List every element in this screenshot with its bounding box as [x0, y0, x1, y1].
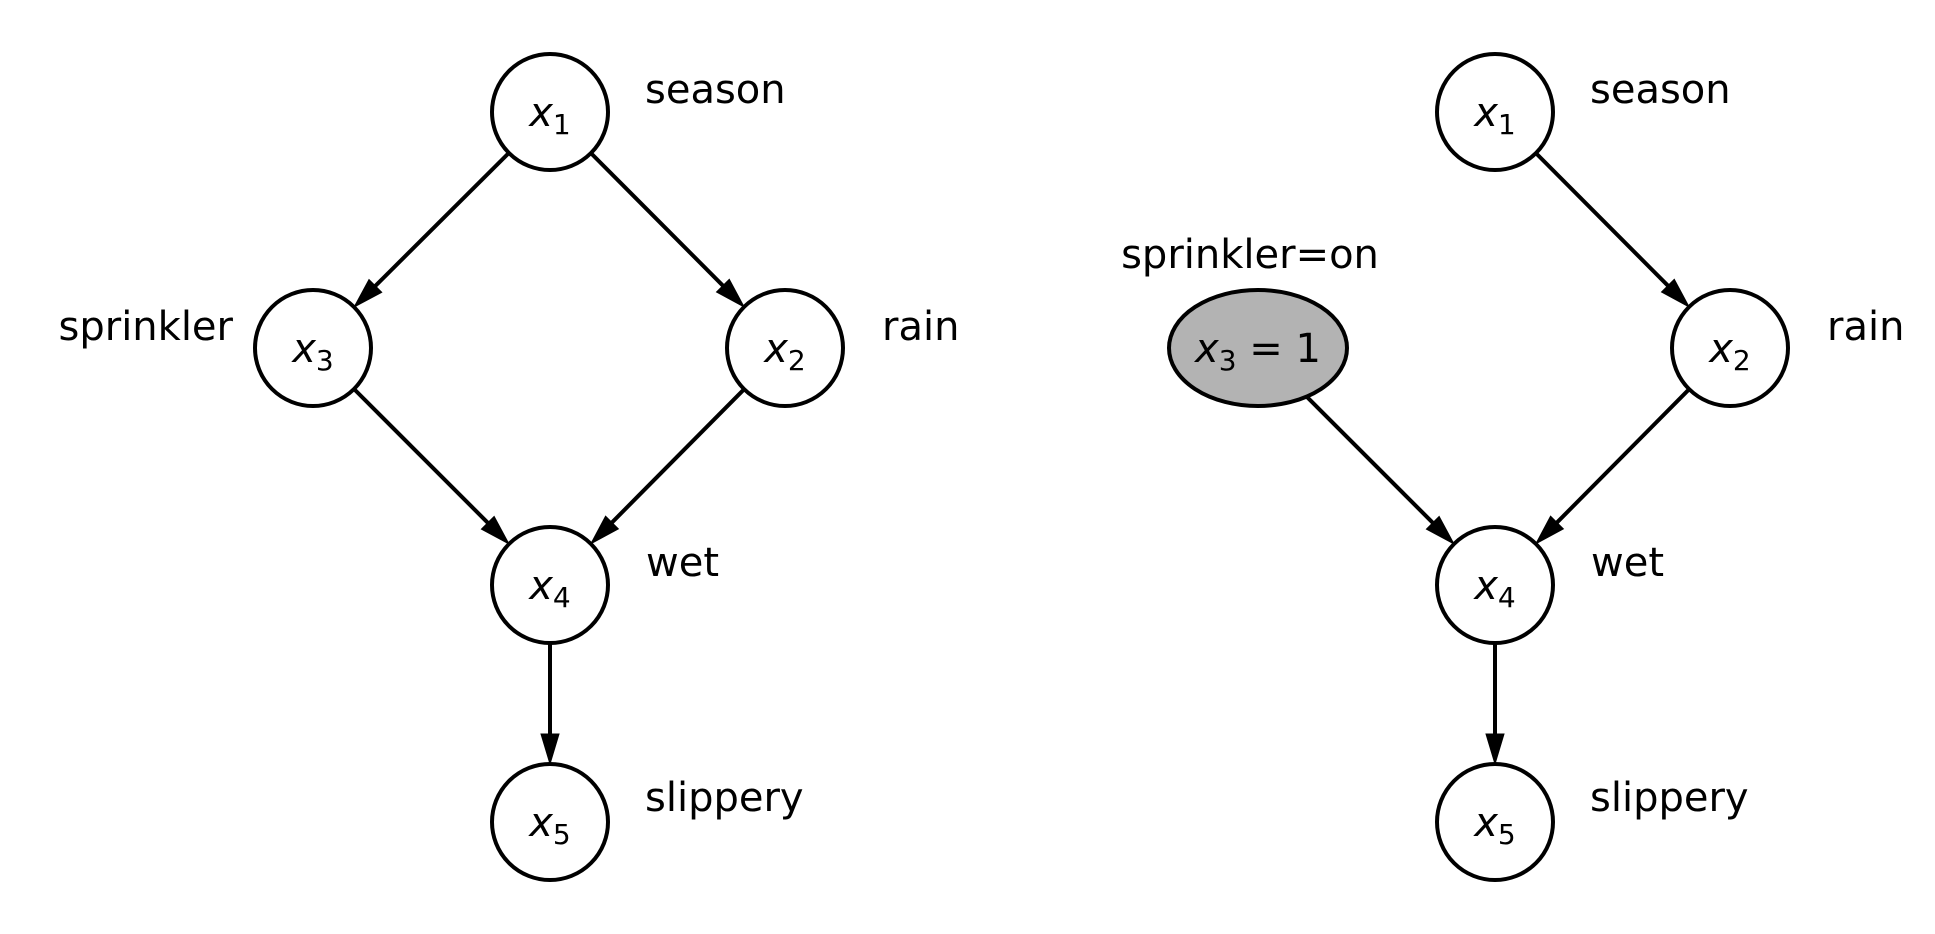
- node-label: rain: [882, 304, 959, 350]
- node-value: = 1: [1237, 326, 1321, 372]
- edge-x4-to-x5: [1485, 643, 1505, 766]
- arrowhead-icon: [1534, 515, 1565, 546]
- node-variable: x: [290, 326, 316, 372]
- node-circle: [1435, 762, 1555, 882]
- node-x3: x3 sprinkler: [59, 288, 373, 408]
- edges: [1305, 151, 1691, 766]
- node-subscript: 2: [1733, 344, 1751, 377]
- edge-x4-to-x5: [540, 643, 560, 766]
- node-variable: x: [1707, 326, 1733, 372]
- edge-line: [372, 151, 511, 289]
- edge-x1-to-x3: [352, 151, 511, 309]
- node-x2: x2 rain: [1670, 288, 1904, 408]
- node-variable: x: [527, 563, 553, 609]
- node-label: slippery: [1590, 775, 1749, 821]
- edge-x2-to-x4: [1534, 387, 1691, 546]
- node-label: sprinkler=on: [1121, 232, 1379, 278]
- node-subscript: 5: [1498, 818, 1516, 851]
- node-x5: x5 slippery: [1435, 762, 1749, 882]
- node-x4: x4 wet: [1435, 525, 1664, 645]
- node-symbol: x4: [527, 563, 571, 614]
- arrowhead-icon: [352, 278, 383, 309]
- node-circle: [490, 52, 610, 172]
- arrowhead-icon: [540, 733, 560, 766]
- node-x1: x1 season: [1435, 52, 1731, 172]
- node-symbol: x3 = 1: [1193, 326, 1321, 377]
- node-x1: x1 season: [490, 52, 786, 172]
- node-circle: [1435, 52, 1555, 172]
- node-label: wet: [646, 540, 719, 586]
- node-symbol: x2: [762, 326, 806, 377]
- node-label: season: [1590, 67, 1731, 113]
- edge-x1-to-x2: [589, 151, 746, 309]
- arrowhead-icon: [480, 515, 511, 546]
- node-circle: [490, 762, 610, 882]
- node-variable: x: [527, 90, 553, 136]
- edge-line: [352, 387, 491, 526]
- node-label: rain: [1827, 304, 1904, 350]
- node-symbol: x5: [527, 800, 571, 851]
- arrowhead-icon: [589, 515, 620, 546]
- node-subscript: 1: [553, 108, 571, 141]
- node-label: season: [645, 67, 786, 113]
- node-symbol: x1: [1472, 90, 1516, 141]
- node-circle: [1435, 525, 1555, 645]
- node-variable: x: [527, 800, 553, 846]
- node-subscript: 4: [1498, 581, 1516, 614]
- node-variable: x: [762, 326, 788, 372]
- edge-line: [589, 151, 726, 289]
- node-x3: x3 = 1 sprinkler=on: [1121, 232, 1379, 408]
- arrowhead-icon: [1485, 733, 1505, 766]
- node-label: slippery: [645, 775, 804, 821]
- node-symbol: x3: [290, 326, 334, 377]
- node-x2: x2 rain: [725, 288, 959, 408]
- node-subscript: 4: [553, 581, 571, 614]
- edge-x2-to-x4: [589, 387, 746, 546]
- node-symbol: x4: [1472, 563, 1516, 614]
- node-x5: x5 slippery: [490, 762, 804, 882]
- edge-line: [1554, 387, 1691, 526]
- arrowhead-icon: [715, 278, 746, 309]
- edge-line: [609, 387, 746, 526]
- arrowhead-icon: [1425, 515, 1456, 546]
- edge-x1-to-x2: [1534, 151, 1691, 309]
- node-x4: x4 wet: [490, 525, 719, 645]
- node-subscript: 3: [1219, 344, 1237, 377]
- edge-x3-to-x4: [352, 387, 511, 546]
- edge-line: [1534, 151, 1671, 289]
- node-symbol: x1: [527, 90, 571, 141]
- arrowhead-icon: [1660, 278, 1691, 309]
- node-variable: x: [1472, 90, 1498, 136]
- node-symbol: x2: [1707, 326, 1751, 377]
- node-symbol: x5: [1472, 800, 1516, 851]
- node-subscript: 1: [1498, 108, 1516, 141]
- node-ellipse: [1167, 288, 1349, 408]
- node-circle: [490, 525, 610, 645]
- node-subscript: 5: [553, 818, 571, 851]
- node-subscript: 2: [788, 344, 806, 377]
- node-circle: [725, 288, 845, 408]
- edge-x3-to-x4: [1305, 395, 1456, 546]
- node-variable: x: [1472, 800, 1498, 846]
- node-variable: x: [1472, 563, 1498, 609]
- node-variable: x: [1193, 326, 1219, 372]
- node-label: wet: [1591, 540, 1664, 586]
- node-subscript: 3: [316, 344, 334, 377]
- node-label: sprinkler: [59, 304, 234, 350]
- edge-line: [1305, 395, 1436, 526]
- edges: [352, 151, 746, 766]
- node-circle: [1670, 288, 1790, 408]
- node-circle: [253, 288, 373, 408]
